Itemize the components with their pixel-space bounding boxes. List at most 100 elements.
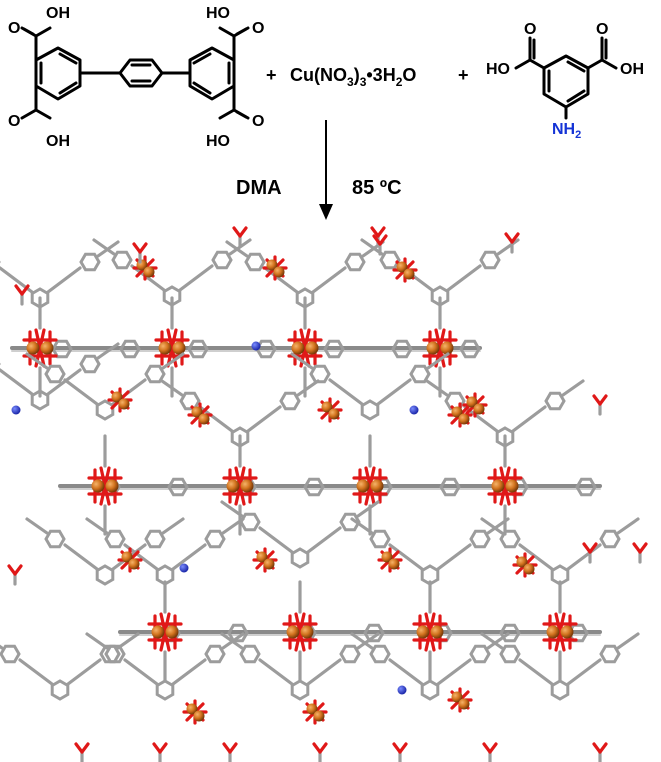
oxygen-bond bbox=[510, 232, 520, 244]
oxygen-bond bbox=[554, 612, 566, 652]
benzene-ring bbox=[290, 547, 310, 569]
carbon-bond bbox=[350, 517, 374, 535]
hydroxyl-label: HO bbox=[206, 5, 230, 22]
benzene-ring bbox=[479, 250, 501, 270]
oxygen-bond bbox=[138, 242, 148, 254]
reaction-arrow bbox=[319, 120, 333, 220]
copper-atom bbox=[313, 710, 325, 722]
oxygen-bond bbox=[234, 466, 246, 506]
copper-atom bbox=[240, 479, 254, 493]
oxygen-label: O bbox=[524, 21, 536, 38]
copper-atom bbox=[451, 691, 463, 703]
oxygen-label: O bbox=[252, 113, 264, 130]
copper-atom bbox=[473, 403, 485, 415]
copper-atom bbox=[198, 413, 210, 425]
benzene-ring bbox=[290, 679, 310, 701]
copper-atom bbox=[505, 479, 519, 493]
copper-atom bbox=[291, 341, 305, 355]
benzene-ring bbox=[303, 477, 325, 497]
benzene-ring bbox=[499, 529, 521, 549]
hydroxyl-label: HO bbox=[486, 61, 510, 78]
carbon-bond bbox=[63, 378, 99, 406]
copper-atom bbox=[416, 625, 430, 639]
copper-atom bbox=[111, 391, 123, 403]
benzene-ring bbox=[309, 364, 331, 384]
benzene-ring bbox=[344, 252, 366, 272]
copper-atom bbox=[328, 408, 340, 420]
carbon-bond bbox=[290, 352, 314, 370]
carbon-bond bbox=[566, 658, 602, 686]
carbon-bond bbox=[306, 658, 342, 686]
benzene-ring bbox=[409, 364, 431, 384]
carbon-bond bbox=[425, 379, 449, 397]
benzene-ring bbox=[439, 477, 461, 497]
benzene-ring bbox=[323, 339, 345, 359]
carbon-bond bbox=[496, 238, 520, 256]
benzene-ring bbox=[44, 364, 66, 384]
nitrogen-atom bbox=[11, 405, 21, 415]
copper-atom bbox=[381, 551, 393, 563]
copper-atom bbox=[321, 401, 333, 413]
carbon-bond bbox=[0, 644, 4, 650]
solvent-label: DMA bbox=[236, 177, 282, 199]
carbon-bond bbox=[356, 632, 380, 650]
metal-organic-framework-structure bbox=[0, 226, 648, 762]
oxygen-label: O bbox=[8, 113, 20, 130]
copper-atom bbox=[516, 556, 528, 568]
benzene-ring bbox=[363, 623, 385, 643]
copper-atom bbox=[128, 558, 140, 570]
carbon-bond bbox=[306, 526, 342, 554]
benzene-ring bbox=[144, 529, 166, 549]
benzene-ring bbox=[544, 391, 566, 411]
benzene-ring bbox=[95, 564, 115, 586]
benzene-ring bbox=[179, 391, 201, 411]
carbon-bond bbox=[376, 378, 412, 406]
benzene-ring bbox=[369, 644, 391, 664]
copper-atom bbox=[256, 551, 268, 563]
hydroxyl-label: OH bbox=[46, 133, 70, 150]
oxygen-bond bbox=[159, 612, 171, 652]
copper-atom bbox=[306, 703, 318, 715]
copper-atom bbox=[273, 266, 285, 278]
copper-atom bbox=[466, 396, 478, 408]
benzene-ring bbox=[111, 250, 133, 270]
benzene-ring bbox=[95, 399, 115, 421]
benzene-ring bbox=[279, 391, 301, 411]
carbon-bond bbox=[511, 405, 547, 433]
benzene-ring bbox=[420, 679, 440, 701]
copper-atom bbox=[143, 266, 155, 278]
copper-atom bbox=[300, 625, 314, 639]
carbon-bond bbox=[480, 632, 504, 650]
plus-sign: + bbox=[266, 65, 277, 85]
oxygen-bond bbox=[13, 564, 23, 576]
copper-salt-formula: Cu(NO3)3•3H2O bbox=[290, 65, 416, 89]
oxygen-bond bbox=[20, 284, 30, 296]
benzene-ring bbox=[469, 644, 491, 664]
hydroxyl-label: OH bbox=[46, 5, 70, 22]
nitrogen-atom bbox=[409, 405, 419, 415]
copper-atom bbox=[403, 268, 415, 280]
benzene-ring bbox=[50, 679, 70, 701]
benzene-ring bbox=[469, 529, 491, 549]
benzene-ring bbox=[599, 529, 621, 549]
carbon-bond bbox=[116, 632, 140, 650]
copper-atom bbox=[226, 479, 240, 493]
benzene-ring bbox=[360, 399, 380, 421]
oxygen-bond bbox=[99, 466, 111, 506]
carbon-bond bbox=[92, 238, 116, 256]
copper-atom bbox=[426, 341, 440, 355]
oxygen-bond bbox=[80, 742, 90, 754]
oxygen-label: O bbox=[8, 20, 20, 37]
benzene-ring bbox=[211, 250, 233, 270]
copper-atom bbox=[430, 625, 444, 639]
nitrogen-atom bbox=[397, 685, 407, 695]
copper-atom bbox=[560, 625, 574, 639]
oxygen-bond bbox=[398, 742, 408, 754]
carbon-bond bbox=[296, 379, 320, 397]
carbon-bond bbox=[171, 658, 207, 686]
copper-atom bbox=[118, 398, 130, 410]
copper-atom bbox=[396, 261, 408, 273]
carbon-bond bbox=[160, 379, 184, 397]
benzene-ring bbox=[339, 512, 361, 532]
copper-atom bbox=[158, 341, 172, 355]
